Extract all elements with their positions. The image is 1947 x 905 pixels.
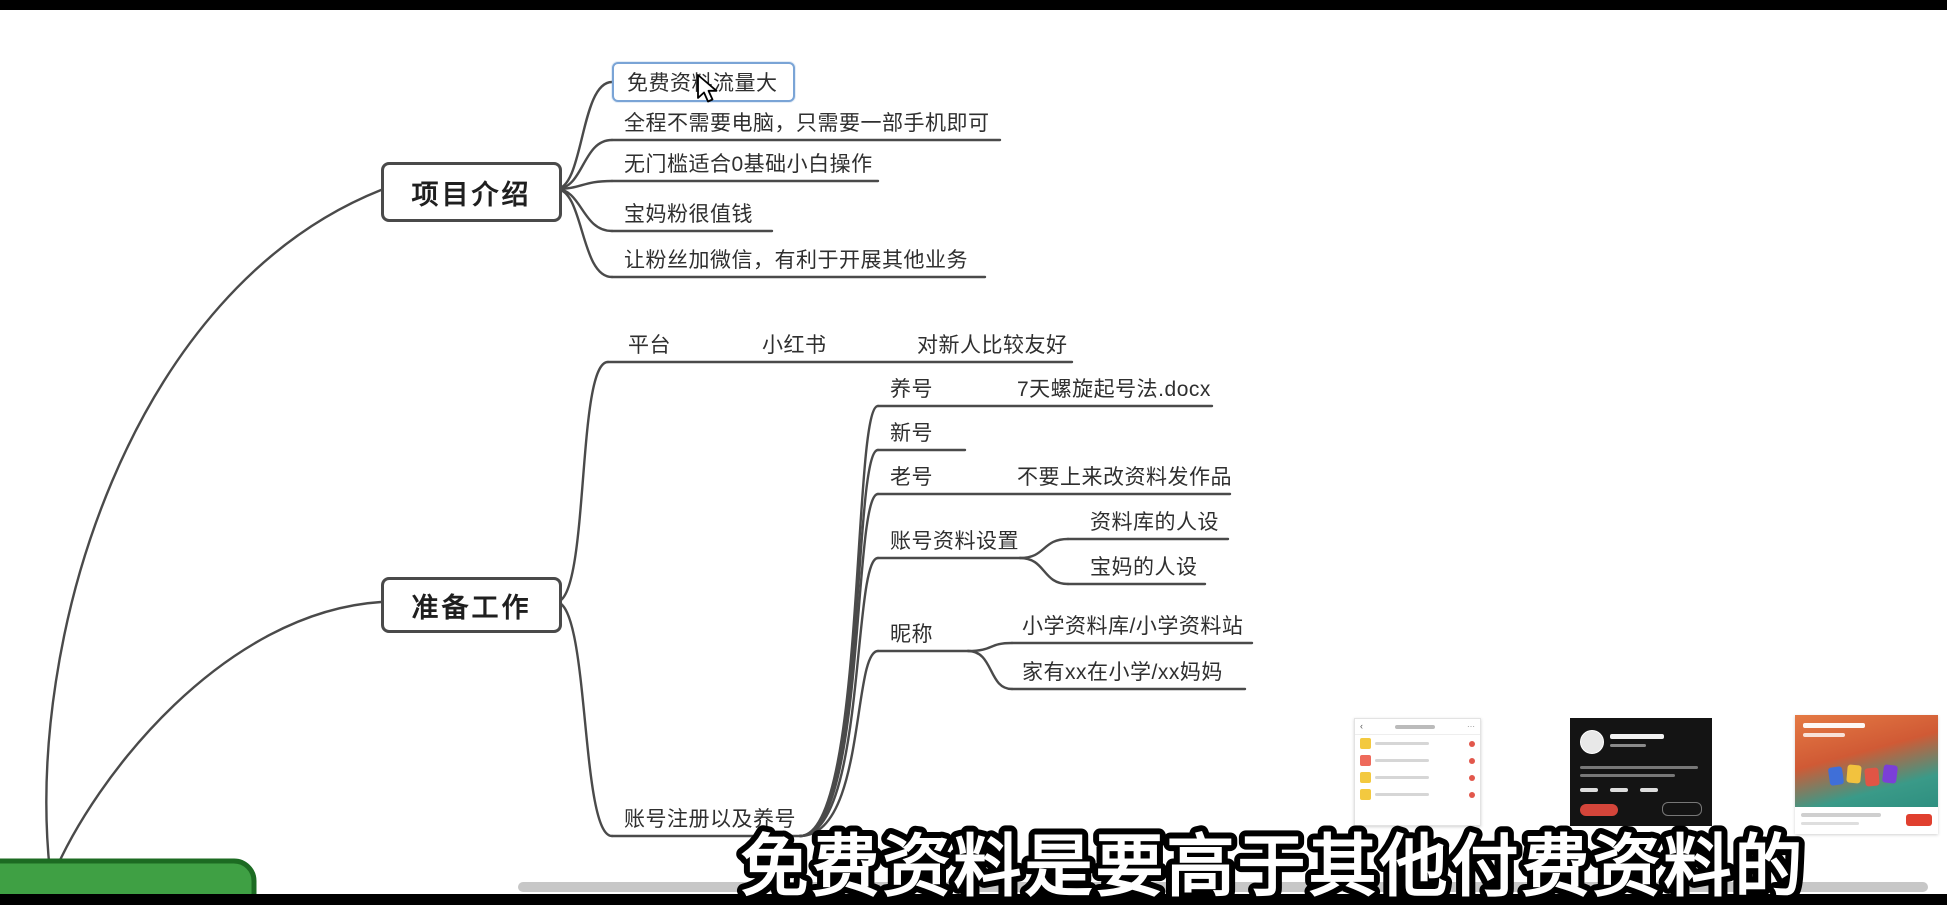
cover-letter-block (1881, 764, 1899, 784)
badge-dot (1469, 791, 1475, 798)
connector (798, 556, 880, 838)
back-icon: ‹ (1360, 721, 1363, 731)
connector (1018, 556, 1070, 586)
username-placeholder (1610, 734, 1664, 739)
title-placeholder (1395, 724, 1435, 729)
note-icon (1360, 772, 1371, 783)
stat-placeholder (1640, 788, 1658, 792)
connector (798, 492, 880, 838)
bio-placeholder (1580, 766, 1698, 769)
letterbox-bottom (0, 894, 1947, 905)
node-laohao-note[interactable]: 不要上来改资料发作品 (1017, 466, 1232, 489)
node-nickname-option-2[interactable]: 家有xx在小学/xx妈妈 (1022, 661, 1223, 684)
cover-letter-block (1864, 767, 1880, 787)
buy-button-placeholder (1906, 814, 1932, 826)
node-platform-note[interactable]: 对新人比较友好 (917, 334, 1068, 357)
cover-title-placeholder (1803, 723, 1865, 728)
text-placeholder (1375, 774, 1465, 781)
horizontal-scrollbar[interactable] (518, 882, 1928, 892)
connector (554, 187, 614, 279)
list-item (1355, 752, 1480, 769)
list-item (1355, 735, 1480, 752)
connector-root-prep (50, 600, 383, 880)
node-profile-persona-baoma[interactable]: 宝妈的人设 (1090, 556, 1198, 579)
node-prep-work[interactable]: 准备工作 (381, 577, 562, 633)
follow-button-placeholder (1580, 804, 1618, 816)
letterbox-top (0, 0, 1947, 10)
stat-placeholder (1610, 788, 1628, 792)
text-placeholder (1375, 757, 1465, 764)
node-baoma-fans[interactable]: 宝妈粉很值钱 (624, 203, 753, 226)
badge-dot (1469, 740, 1475, 747)
node-add-wechat[interactable]: 让粉丝加微信，有利于开展其他业务 (624, 249, 968, 272)
connector (798, 649, 880, 838)
connectors (45, 80, 1070, 880)
thumbnail-note-cover[interactable] (1795, 715, 1938, 834)
node-account-register[interactable]: 账号注册以及养号 (624, 808, 796, 831)
thumbnail-profile-page[interactable] (1570, 718, 1712, 826)
node-zero-threshold[interactable]: 无门槛适合0基础小白操作 (624, 153, 873, 176)
cover-image (1795, 715, 1938, 807)
node-profile-persona-library[interactable]: 资料库的人设 (1090, 511, 1219, 534)
bio-placeholder (1580, 774, 1675, 777)
avatar (1580, 730, 1604, 754)
note-icon (1360, 738, 1371, 749)
userid-placeholder (1610, 744, 1646, 747)
message-button-placeholder (1662, 802, 1702, 816)
connector (966, 649, 1014, 691)
connector (798, 448, 880, 838)
cover-letter-block (1827, 766, 1845, 786)
node-laohao[interactable]: 老号 (890, 466, 933, 489)
connector (554, 360, 610, 604)
text-placeholder (1801, 813, 1881, 817)
connector (554, 138, 614, 191)
node-underlines (606, 138, 1254, 838)
thumbnail-notes-list[interactable]: ‹ ⋯ (1354, 718, 1481, 826)
text-placeholder (1375, 791, 1465, 798)
cover-letter-block (1846, 764, 1862, 784)
node-platform[interactable]: 平台 (628, 334, 671, 357)
node-nickname[interactable]: 昵称 (890, 623, 933, 646)
node-xinhao[interactable]: 新号 (890, 422, 933, 445)
connector (554, 187, 614, 233)
node-yanghao[interactable]: 养号 (890, 378, 933, 401)
node-project-intro[interactable]: 项目介绍 (381, 162, 562, 222)
text-placeholder (1375, 740, 1465, 747)
node-platform-xiaohongshu[interactable]: 小红书 (762, 334, 827, 357)
badge-dot (1469, 774, 1475, 781)
text-placeholder (1801, 822, 1859, 825)
connector (966, 641, 1014, 653)
connector (554, 80, 614, 191)
cover-subtitle-placeholder (1803, 733, 1845, 737)
node-no-computer[interactable]: 全程不需要电脑，只需要一部手机即可 (624, 112, 990, 135)
list-item (1355, 786, 1480, 803)
note-icon (1360, 789, 1371, 800)
node-nickname-option-1[interactable]: 小学资料库/小学资料站 (1022, 615, 1244, 638)
connector (1018, 537, 1070, 560)
node-yanghao-doc[interactable]: 7天螺旋起号法.docx (1017, 378, 1211, 401)
list-item (1355, 769, 1480, 786)
node-free-traffic[interactable]: 免费资料流量大 (612, 62, 795, 102)
note-icon (1360, 755, 1371, 766)
node-account-profile[interactable]: 账号资料设置 (890, 530, 1019, 553)
connector-root-project (45, 188, 383, 874)
connector (554, 600, 614, 838)
more-icon: ⋯ (1467, 721, 1475, 731)
badge-dot (1469, 757, 1475, 764)
thumbnail-header: ‹ ⋯ (1355, 719, 1480, 735)
stat-placeholder (1580, 788, 1598, 792)
cover-footer (1795, 807, 1938, 834)
